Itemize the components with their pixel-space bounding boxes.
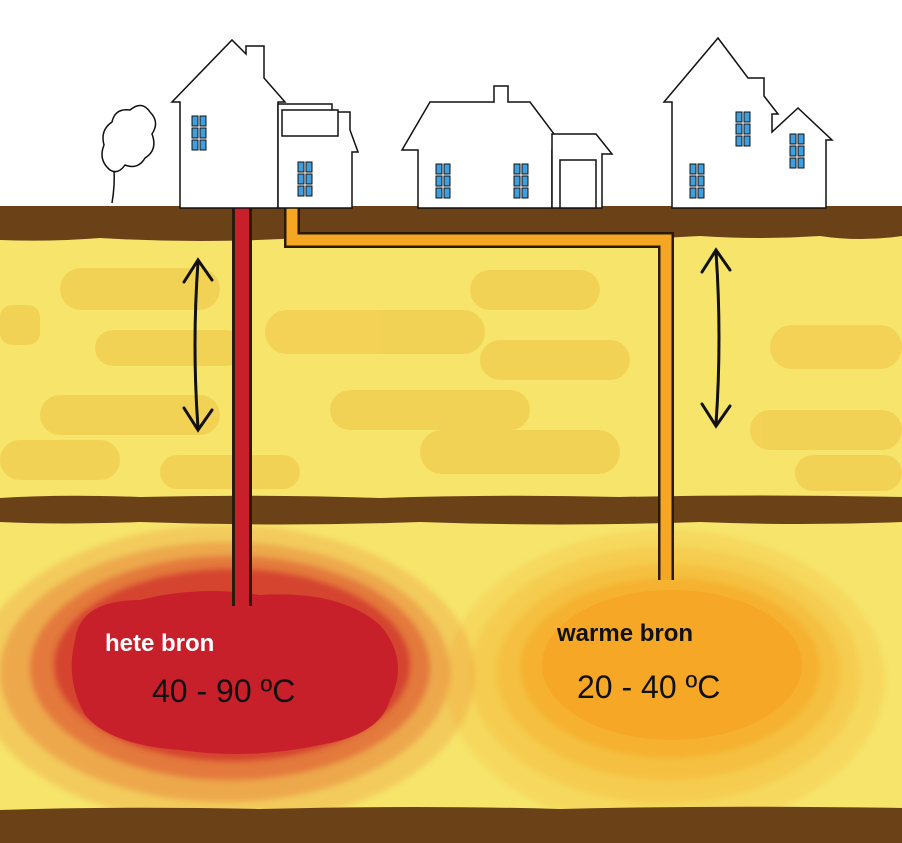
house-left-windows — [191, 115, 313, 197]
warm-pipe — [284, 208, 674, 580]
tree — [101, 104, 157, 204]
soil-bands — [0, 206, 902, 843]
aquifer-patches — [0, 268, 902, 491]
hot-pipe — [232, 208, 252, 606]
warm-zone — [445, 530, 885, 830]
warm-source-label: warme bron — [556, 620, 693, 647]
depth-arrow-left — [182, 257, 214, 433]
hot-zone — [0, 525, 475, 825]
warm-source-temperature: 20 - 40 ºC — [577, 669, 720, 705]
house-right-windows — [689, 111, 805, 199]
hot-source-temperature: 40 - 90 ºC — [152, 673, 295, 709]
depth-arrow-right — [700, 247, 732, 429]
house-middle-windows — [435, 163, 529, 199]
hot-source-label: hete bron — [105, 630, 214, 657]
